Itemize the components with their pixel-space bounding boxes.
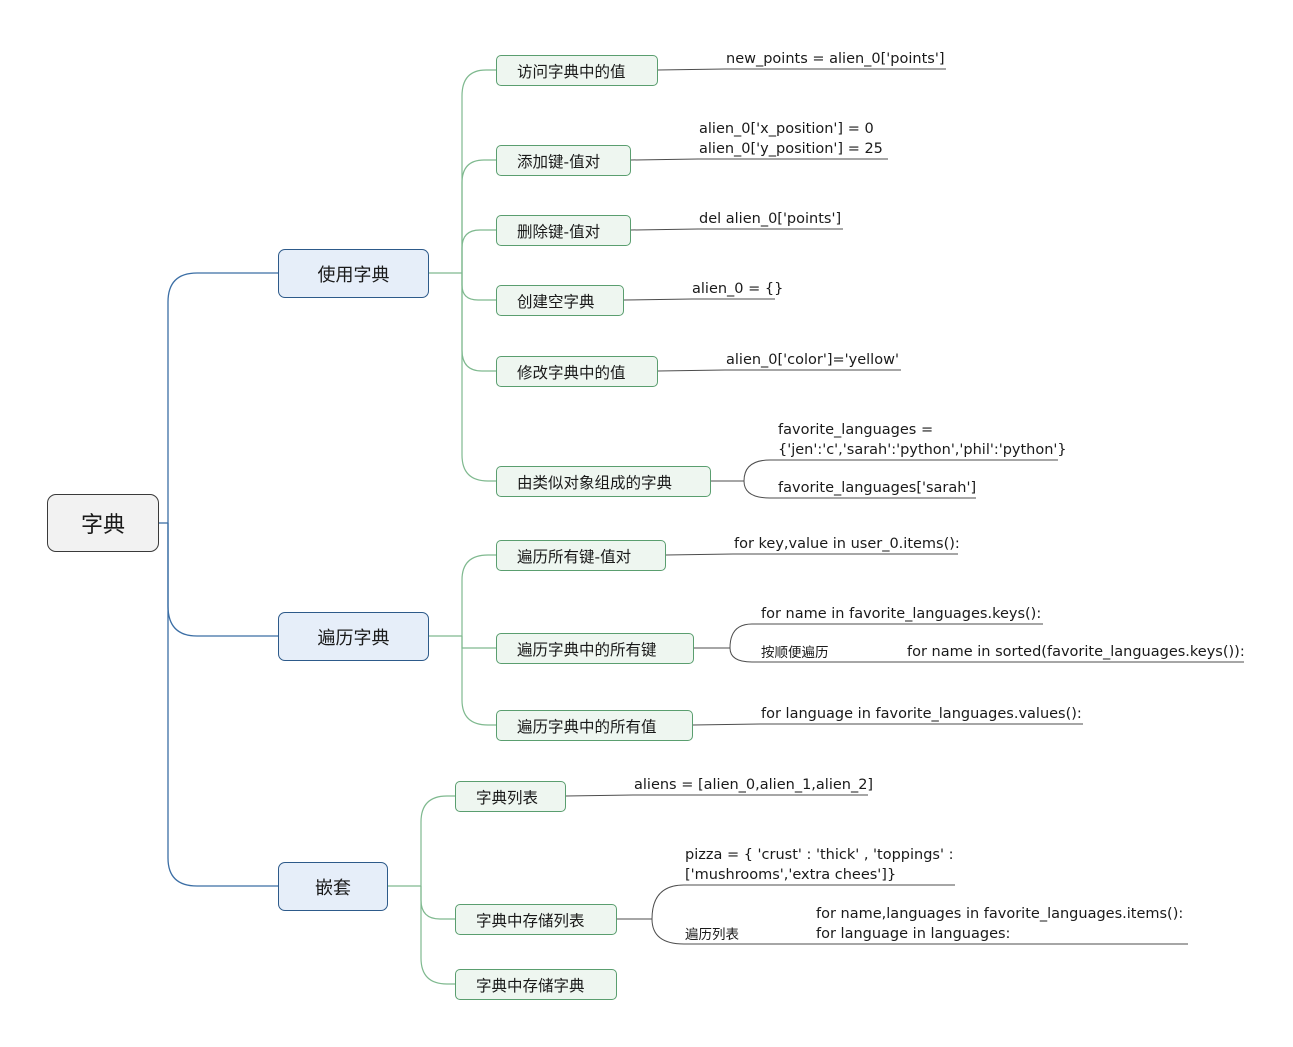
node-create-empty[interactable]: 创建空字典 <box>496 285 624 316</box>
leaf-connectors <box>565 68 1244 945</box>
node-nesting-label: 嵌套 <box>315 877 351 899</box>
node-all-pairs-label: 遍历所有键-值对 <box>517 547 632 566</box>
node-add-pair-label: 添加键-值对 <box>517 152 601 171</box>
node-modify-value-label: 修改字典中的值 <box>517 363 626 382</box>
leaf-add-code-1: alien_0['x_position'] = 0 <box>699 121 874 137</box>
sub-connectors <box>388 69 496 985</box>
node-all-keys-label: 遍历字典中的所有键 <box>517 640 657 659</box>
node-delete-pair[interactable]: 删除键-值对 <box>496 215 631 246</box>
node-all-values-label: 遍历字典中的所有值 <box>517 717 657 736</box>
root-label: 字典 <box>80 513 125 538</box>
leaf-all-values-code: for language in favorite_languages.value… <box>761 706 1082 722</box>
leaf-delete-code: del alien_0['points'] <box>699 211 842 227</box>
node-dict-in-dict[interactable]: 字典中存储字典 <box>455 969 617 1000</box>
leaf-similar-code-3: favorite_languages['sarah'] <box>778 480 977 496</box>
node-traverse-dict-label: 遍历字典 <box>317 627 390 649</box>
main-connectors <box>158 272 278 887</box>
leaf-sorted-code: for name in sorted(favorite_languages.ke… <box>907 644 1245 660</box>
node-access-value[interactable]: 访问字典中的值 <box>496 55 658 86</box>
node-list-in-dict-label: 字典中存储列表 <box>476 911 585 930</box>
node-list-in-dict[interactable]: 字典中存储列表 <box>455 904 617 935</box>
node-access-value-label: 访问字典中的值 <box>517 62 626 81</box>
node-use-dict-label: 使用字典 <box>317 264 390 286</box>
node-all-values[interactable]: 遍历字典中的所有值 <box>496 710 693 741</box>
leaf-pizza-code-2: ['mushrooms','extra chees']} <box>685 867 897 883</box>
node-dict-in-dict-label: 字典中存储字典 <box>476 976 585 995</box>
node-add-pair[interactable]: 添加键-值对 <box>496 145 631 176</box>
leaf-sorted-label: 按顺便遍历 <box>761 645 829 661</box>
node-modify-value[interactable]: 修改字典中的值 <box>496 356 658 387</box>
root-node[interactable]: 字典 <box>47 494 159 552</box>
node-similar-objects-label: 由类似对象组成的字典 <box>517 473 673 492</box>
leaf-create-empty-code: alien_0 = {} <box>692 281 784 297</box>
leaf-loop-label: 遍历列表 <box>685 927 739 943</box>
leaf-all-keys-code: for name in favorite_languages.keys(): <box>761 606 1042 622</box>
node-delete-pair-label: 删除键-值对 <box>517 222 601 241</box>
node-create-empty-label: 创建空字典 <box>517 292 595 311</box>
leaf-similar-code-1: favorite_languages = <box>778 422 934 438</box>
node-nesting[interactable]: 嵌套 <box>278 862 388 911</box>
leaf-loop-code-1: for name,languages in favorite_languages… <box>816 906 1184 922</box>
node-all-pairs[interactable]: 遍历所有键-值对 <box>496 540 666 571</box>
leaf-all-pairs-code: for key,value in user_0.items(): <box>734 536 960 552</box>
node-similar-objects[interactable]: 由类似对象组成的字典 <box>496 466 711 497</box>
leaf-dict-list-code: aliens = [alien_0,alien_1,alien_2] <box>634 777 874 793</box>
leaf-pizza-code-1: pizza = { 'crust' : 'thick' , 'toppings'… <box>685 847 954 863</box>
leaf-loop-code-2: for language in languages: <box>816 926 1011 942</box>
node-use-dict[interactable]: 使用字典 <box>278 249 429 298</box>
node-dict-list[interactable]: 字典列表 <box>455 781 566 812</box>
leaf-similar-code-2: {'jen':'c','sarah':'python','phil':'pyth… <box>778 442 1067 458</box>
leaf-modify-code: alien_0['color']='yellow' <box>726 352 899 368</box>
leaf-add-code-2: alien_0['y_position'] = 25 <box>699 141 883 157</box>
node-traverse-dict[interactable]: 遍历字典 <box>278 612 429 661</box>
leaf-access-code: new_points = alien_0['points'] <box>726 51 945 67</box>
node-all-keys[interactable]: 遍历字典中的所有键 <box>496 633 694 664</box>
node-dict-list-label: 字典列表 <box>476 788 539 807</box>
